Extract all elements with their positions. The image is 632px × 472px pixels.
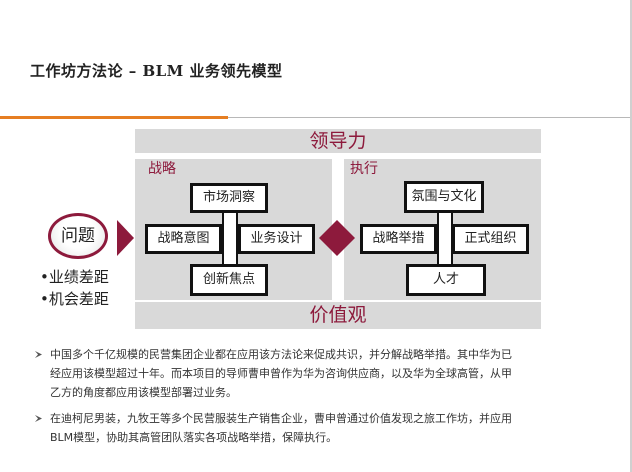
market-insight-node: 市场洞察	[190, 183, 268, 213]
paragraph-line: 乙方的角度都应用该模型部署过业务。	[50, 386, 237, 399]
issue-circle: 问题	[48, 213, 108, 259]
execution-label: 执行	[350, 161, 378, 177]
blm-model-diagram: 领导力 价值观 战略 执行 市场洞察 战略意图 业务设计 创新焦点 氛围与文化 …	[40, 129, 541, 329]
paragraph-huawei: 中国多个千亿规模的民营集团企业都在应用该方法论来促成共识，并分解战略举措。其中华…	[35, 345, 580, 402]
climate-culture-label: 氛围与文化	[411, 189, 477, 204]
business-design-node: 业务设计	[238, 224, 315, 254]
paragraph-line: 在迪柯尼男装，九牧王等多个民营服装生产销售企业，曹申曾通过价值发现之旅工作坊，并…	[50, 412, 512, 425]
title-underline	[228, 117, 632, 118]
strategic-initiatives-node: 战略举措	[360, 224, 437, 254]
talent-label: 人才	[432, 272, 459, 287]
leadership-band: 领导力	[135, 129, 541, 153]
paragraph-line: 中国多个千亿规模的民营集团企业都在应用该方法论来促成共识，并分解战略举措。其中华…	[50, 348, 512, 361]
values-label: 价值观	[309, 304, 367, 326]
title-underline-accent	[0, 116, 228, 119]
page-title: 工作坊方法论 – BLM 业务领先模型	[30, 62, 283, 80]
formal-organization-label: 正式组织	[464, 231, 517, 246]
climate-culture-node: 氛围与文化	[404, 181, 484, 213]
strategy-label: 战略	[148, 161, 176, 177]
paragraph-line: 经应用该模型超过十年。而本项目的导师曹申曾作为华为咨询供应商，以及华为全球高管，…	[50, 367, 512, 380]
flow-arrow-icon	[117, 220, 134, 256]
market-insight-label: 市场洞察	[202, 190, 255, 205]
leadership-label: 领导力	[309, 130, 367, 152]
paragraph-line: BLM模型，协助其高管团队落实各项战略举措，保障执行。	[50, 431, 338, 444]
issue-label: 问题	[61, 226, 95, 246]
arrow-bullet-icon	[35, 351, 42, 358]
strategic-intent-node: 战略意图	[145, 224, 222, 254]
arrow-bullet-icon	[35, 415, 42, 422]
link-diamond-icon	[319, 220, 355, 256]
right-edge-line	[630, 0, 632, 472]
opportunity-gap-item: •机会差距	[40, 290, 109, 308]
business-design-label: 业务设计	[250, 231, 303, 246]
innovation-focus-label: 创新焦点	[202, 272, 255, 287]
performance-gap-item: •业绩差距	[40, 268, 109, 286]
strategic-initiatives-label: 战略举措	[372, 231, 425, 246]
values-band: 价值观	[135, 302, 541, 329]
talent-node: 人才	[406, 264, 486, 296]
innovation-focus-node: 创新焦点	[190, 264, 268, 296]
paragraph-workshops: 在迪柯尼男装，九牧王等多个民营服装生产销售企业，曹申曾通过价值发现之旅工作坊，并…	[35, 409, 580, 447]
strategic-intent-label: 战略意图	[157, 231, 210, 246]
formal-organization-node: 正式组织	[452, 224, 529, 254]
